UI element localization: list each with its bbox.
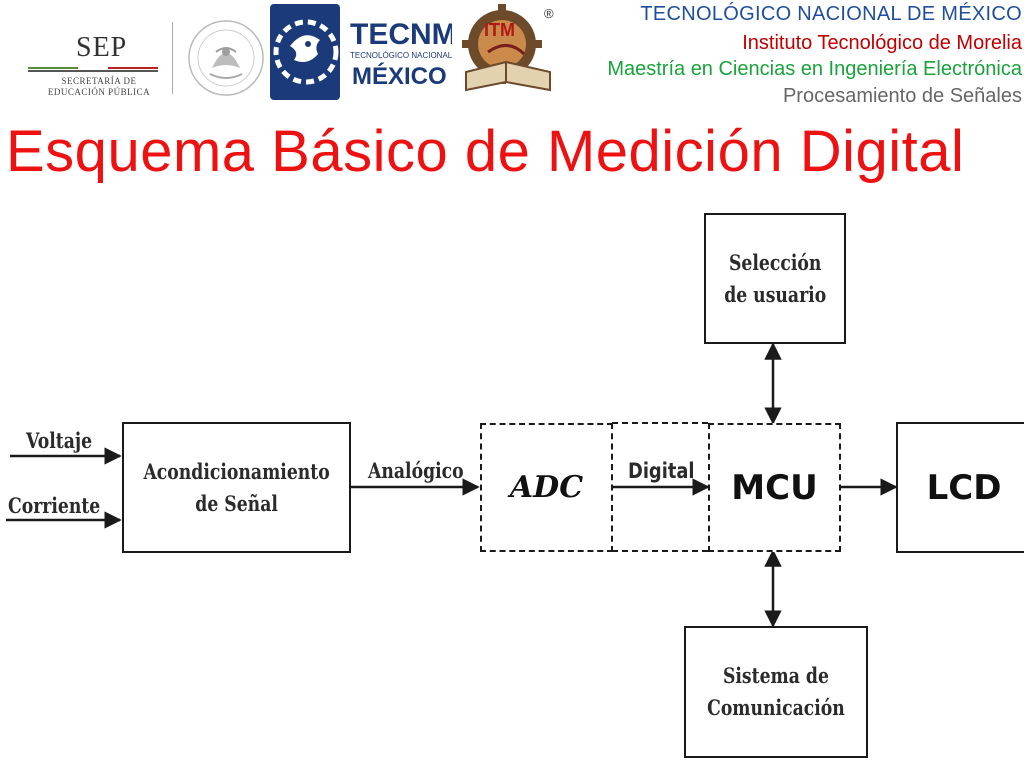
block-lcd-label: LCD — [926, 467, 1002, 508]
sep-logo-subtitle: SECRETARÍA DE EDUCACIÓN PÚBLICA — [47, 76, 151, 97]
logo-divider — [172, 22, 173, 94]
header-campus: Instituto Tecnológico de Morelia — [742, 32, 1022, 54]
itm-logo-text: ITM — [484, 20, 515, 40]
tecnm-logo-word: TECNM — [350, 18, 452, 51]
block-user-selection-label: Selección de usuario — [724, 249, 826, 307]
slide-title: Esquema Básico de Medición Digital — [6, 119, 965, 184]
edge-label-analog: Analógico — [368, 458, 464, 483]
block-user-selection: Selección de usuario — [704, 213, 846, 344]
block-communication-system-label: Sistema de Comunicación — [707, 663, 845, 720]
itm-logo: ITM — [462, 4, 551, 92]
header-program: Maestría en Ciencias en Ingeniería Elect… — [607, 58, 1022, 80]
sep-logo-rule — [28, 67, 158, 72]
tecnm-logo-country: MÉXICO — [352, 62, 447, 90]
block-signal-conditioning: Acondicionamiento de Señal — [122, 422, 351, 553]
tecnm-logo: TECNM TECNOLÓGICO NACIONAL DE MÉXICO — [270, 4, 452, 100]
block-mcu: MCU — [708, 423, 841, 552]
block-communication-system: Sistema de Comunicación — [684, 626, 868, 758]
tecnm-logo-sub: TECNOLÓGICO NACIONAL DE — [350, 51, 452, 60]
block-adc: ADC — [480, 423, 613, 552]
input-label-current: Corriente — [8, 493, 101, 518]
input-label-voltage: Voltaje — [26, 428, 93, 453]
registered-mark: ® — [544, 6, 554, 21]
national-seal-icon — [188, 20, 264, 96]
block-adc-label: ADC — [509, 470, 584, 505]
block-lcd: LCD — [896, 422, 1024, 553]
sep-logo: SEP SECRETARÍA DE EDUCACIÓN PÚBLICA — [6, 8, 166, 108]
block-mcu-label: MCU — [731, 467, 818, 508]
header-course: Procesamiento de Señales — [782, 85, 1022, 107]
edge-label-digital: Digital — [628, 459, 695, 483]
header-institution: TECNOLÓGICO NACIONAL DE MÉXICO — [640, 3, 1022, 25]
sep-logo-word: SEP — [76, 32, 128, 63]
block-signal-conditioning-label: Acondicionamiento de Señal — [143, 458, 330, 516]
